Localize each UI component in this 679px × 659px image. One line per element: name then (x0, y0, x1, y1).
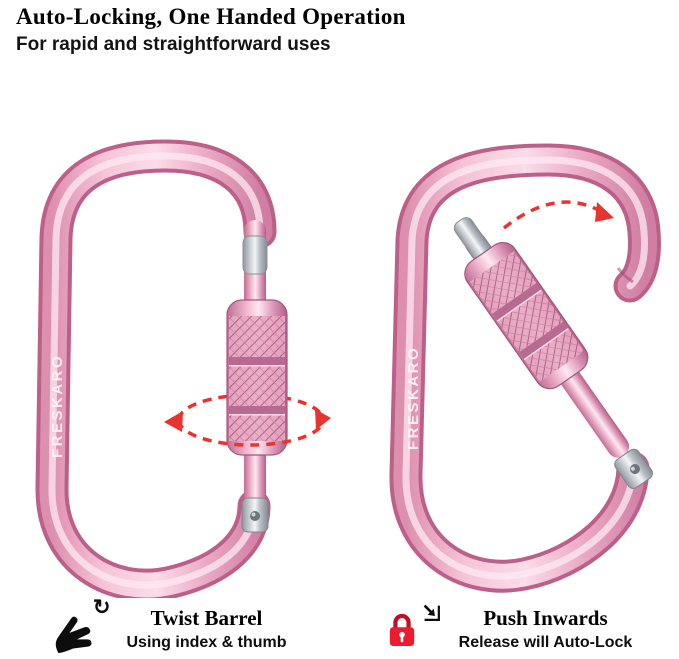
brand-text: FRESKARO (49, 354, 66, 458)
left-caption-text: Twist Barrel Using index & thumb (127, 606, 287, 652)
footer-captions: ↻ Twist Barrel Using index & thumb (0, 597, 679, 655)
carabiner-body (35, 139, 277, 598)
right-caption-subtitle: Release will Auto-Lock (458, 634, 633, 651)
brand-text: FRESKARO (405, 346, 422, 450)
nose-hook (616, 267, 634, 284)
gate-hinge (614, 448, 653, 489)
locking-gate (226, 220, 288, 533)
pinch-hand-icon (55, 616, 91, 654)
locking-barrel (226, 299, 288, 456)
release-arrow (502, 200, 614, 230)
left-caption-icons: ↻ (53, 597, 111, 655)
right-caption-icons (385, 603, 443, 655)
open-gate (453, 217, 653, 489)
left-caption: ↻ Twist Barrel Using index & thumb (0, 597, 339, 655)
page-title: Auto-Locking, One Handed Operation (16, 4, 406, 29)
left-caption-title: Twist Barrel (150, 606, 263, 630)
lock-icon (389, 613, 414, 646)
right-carabiner-illustration: FRESKARO (389, 143, 661, 593)
header: Auto-Locking, One Handed Operation For r… (16, 4, 406, 56)
right-caption-title: Push Inwards (483, 606, 608, 630)
push-inward-arrow-icon (423, 604, 440, 621)
right-caption-text: Push Inwards Release will Auto-Lock (459, 606, 633, 652)
left-caption-subtitle: Using index & thumb (126, 634, 287, 651)
rotate-icon: ↻ (92, 596, 111, 619)
right-caption: Push Inwards Release will Auto-Lock (339, 603, 678, 655)
illustration-scene: FRESKARO (0, 70, 679, 598)
gate-hinge (241, 497, 269, 533)
locking-barrel (464, 242, 589, 390)
left-carabiner-illustration: FRESKARO (35, 139, 331, 598)
page-subtitle: For rapid and straightforward uses (16, 34, 331, 55)
rotation-arrow (164, 409, 331, 447)
gate-pin (242, 235, 268, 275)
carabiner-body (389, 143, 661, 593)
